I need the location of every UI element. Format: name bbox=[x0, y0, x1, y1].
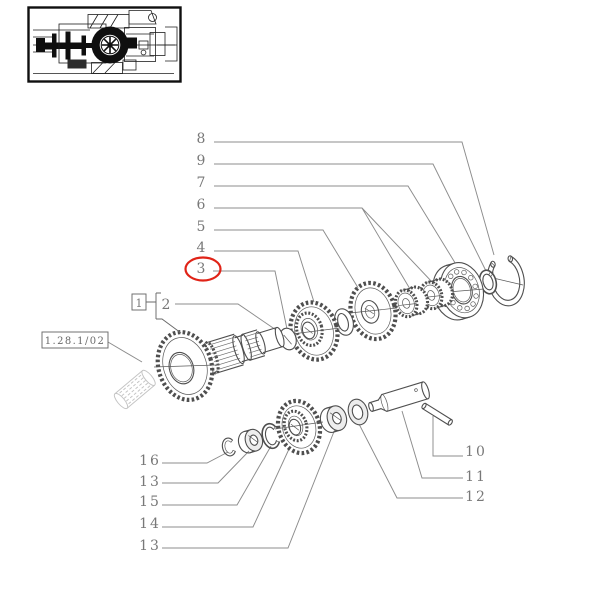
leader-7 bbox=[214, 185, 458, 267]
leader-2 bbox=[175, 303, 280, 333]
leader-12 bbox=[358, 423, 463, 499]
callout-15[interactable]: 15 bbox=[139, 494, 161, 510]
lower-washer bbox=[347, 398, 369, 426]
leader-13a bbox=[162, 450, 250, 484]
cluster-gear-axis-line bbox=[291, 327, 341, 335]
lower-bearing-left bbox=[237, 428, 264, 454]
leader-8 bbox=[214, 141, 495, 256]
overview-thumbnail[interactable] bbox=[27, 6, 182, 83]
stub-shaft bbox=[368, 381, 430, 412]
leader-9 bbox=[214, 163, 487, 272]
reference-box bbox=[41, 331, 109, 349]
reference-label[interactable]: 1.28.1/02 bbox=[45, 336, 106, 347]
leader-15 bbox=[162, 445, 272, 506]
lower-gear bbox=[275, 398, 323, 456]
callout-5[interactable]: 5 bbox=[197, 219, 208, 235]
callout-13a[interactable]: 13 bbox=[139, 474, 161, 490]
ghost-input-shaft bbox=[113, 369, 156, 410]
leader-5 bbox=[214, 229, 361, 292]
callout-7[interactable]: 7 bbox=[197, 175, 208, 191]
callout-labels: 8 9 7 6 5 4 3 2 1 1.28.1/02 16 13 15 14 … bbox=[45, 131, 487, 554]
callout-10[interactable]: 10 bbox=[465, 444, 487, 460]
coupling-sleeve-right bbox=[418, 277, 455, 311]
highlight-ellipse-3 bbox=[184, 256, 222, 282]
leader-4 bbox=[214, 250, 315, 303]
callout-12[interactable]: 12 bbox=[465, 489, 487, 505]
callout-1[interactable]: 1 bbox=[136, 297, 143, 310]
leader-lines bbox=[107, 141, 495, 549]
assembly-bracket bbox=[146, 292, 182, 334]
lower-bearing-right bbox=[319, 405, 348, 433]
callout-16[interactable]: 16 bbox=[139, 453, 161, 469]
spacer-ring bbox=[334, 308, 354, 336]
thumbnail-drawing bbox=[33, 10, 178, 74]
callout-11[interactable]: 11 bbox=[465, 469, 487, 485]
callout-13b[interactable]: 13 bbox=[139, 538, 161, 554]
lower-ring bbox=[221, 437, 236, 457]
second-gear-axis-line bbox=[349, 307, 398, 314]
callout-4[interactable]: 4 bbox=[197, 240, 208, 256]
leader-14 bbox=[162, 448, 290, 528]
assembly-callout bbox=[131, 292, 182, 334]
callout-9[interactable]: 9 bbox=[197, 153, 208, 169]
main-gear-axis-line bbox=[153, 364, 217, 368]
callout-8[interactable]: 8 bbox=[197, 131, 208, 147]
highlighted-gear-in-thumbnail bbox=[91, 26, 129, 64]
leader-11 bbox=[401, 410, 463, 479]
leader-16 bbox=[162, 451, 229, 464]
callout-14[interactable]: 14 bbox=[139, 516, 161, 532]
main-shaft-gear-assembly bbox=[155, 326, 285, 402]
lower-gear-axis-line bbox=[274, 421, 324, 430]
leader-3 bbox=[213, 270, 288, 330]
leader-reference bbox=[107, 341, 143, 363]
leader-10 bbox=[432, 416, 463, 457]
callout-3[interactable]: 3 bbox=[197, 261, 208, 277]
callout-6[interactable]: 6 bbox=[197, 197, 208, 213]
roll-pin bbox=[421, 402, 453, 426]
second-gear bbox=[348, 280, 398, 342]
lower-snap-ring bbox=[261, 422, 281, 450]
leader-13b bbox=[162, 428, 336, 549]
coupling-sleeve-left bbox=[393, 285, 430, 319]
callout-2[interactable]: 2 bbox=[162, 297, 173, 313]
leader-6 bbox=[214, 207, 434, 290]
